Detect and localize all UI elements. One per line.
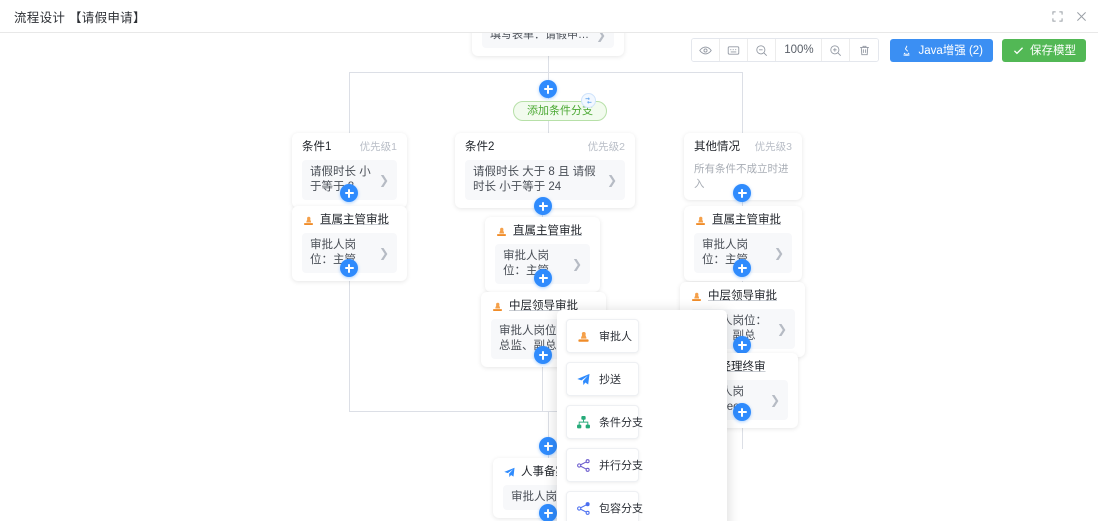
- node-title: 中层领导审批: [491, 299, 578, 314]
- popup-item-label: 条件分支: [599, 417, 643, 429]
- condition-title: 其他情况: [694, 141, 740, 153]
- save-model-label: 保存模型: [1030, 45, 1076, 57]
- send-icon: [573, 369, 593, 389]
- trash-icon[interactable]: [850, 39, 879, 61]
- condition-title: 条件2: [465, 141, 495, 153]
- chevron-right-icon: ❯: [769, 392, 780, 407]
- window-controls: [1051, 0, 1088, 33]
- popup-item-approver[interactable]: 审批人: [566, 319, 639, 353]
- toolbar-button-group: 100%: [691, 38, 880, 62]
- page-title: 流程设计 【请假申请】: [14, 10, 146, 25]
- popup-item-inclusive-branch[interactable]: 包容分支: [566, 491, 643, 521]
- stamp-icon: [692, 292, 701, 302]
- connector-line: [349, 72, 743, 73]
- stamp-icon: [497, 227, 506, 237]
- node-title: 中层领导审批: [690, 289, 777, 304]
- zoom-in-icon[interactable]: [822, 39, 851, 61]
- java-enhance-label: Java增强 (2): [918, 45, 983, 57]
- chevron-right-icon: ❯: [378, 172, 389, 187]
- close-icon[interactable]: [1075, 10, 1088, 23]
- add-node-button-b3-after3[interactable]: [733, 403, 751, 421]
- chevron-right-icon: ❯: [595, 33, 606, 42]
- node-type-popup[interactable]: 审批人 抄送 条件: [557, 310, 727, 521]
- chevron-right-icon: ❯: [571, 256, 582, 271]
- connector-line: [349, 72, 350, 141]
- condition-expression: 请假时长 大于 8 且 请假时长 小于等于 24: [473, 166, 596, 193]
- java-enhance-button[interactable]: Java增强 (2): [890, 38, 993, 62]
- node-title: 直属主管审批: [694, 213, 781, 228]
- add-node-button-b3-after2[interactable]: [733, 336, 751, 354]
- add-node-button-b1-after1[interactable]: [340, 259, 358, 277]
- canvas-toolbar: 100% Java增强 (2): [691, 38, 1086, 62]
- stamp-icon: [493, 302, 502, 312]
- popup-item-cc[interactable]: 抄送: [566, 362, 639, 396]
- connector-line: [742, 72, 743, 141]
- chevron-right-icon: ❯: [378, 245, 389, 260]
- connector-line: [548, 121, 549, 141]
- stamp-icon: [696, 216, 705, 226]
- save-model-button[interactable]: 保存模型: [1002, 38, 1086, 62]
- zoom-level-label: 100%: [776, 39, 823, 61]
- add-node-button-after-hr[interactable]: [539, 504, 557, 521]
- node-detail: 审批人岗位：人: [511, 491, 571, 503]
- fullscreen-icon[interactable]: [720, 39, 749, 61]
- chevron-right-icon: ❯: [776, 321, 787, 336]
- add-node-button-branch3[interactable]: [733, 184, 751, 202]
- approver-node-b2-1[interactable]: 直属主管审批 审批人岗位：主管 ❯: [485, 217, 600, 292]
- popup-item-parallel-branch[interactable]: 并行分支: [566, 448, 643, 482]
- connector-line: [349, 411, 743, 412]
- expand-icon[interactable]: [1051, 10, 1064, 23]
- add-node-button-root[interactable]: [539, 80, 557, 98]
- connector-line: [542, 346, 543, 411]
- connector-line: [349, 258, 350, 411]
- condition-tree-icon: [573, 412, 593, 432]
- inclusive-icon: [573, 498, 593, 518]
- preview-icon[interactable]: [692, 39, 721, 61]
- add-node-button-b2-after1[interactable]: [534, 269, 552, 287]
- condition-expression: 所有条件不成立时进入: [694, 163, 789, 190]
- add-node-button-b3-after1[interactable]: [733, 259, 751, 277]
- connector-line: [548, 46, 549, 80]
- condition-priority: 优先级1: [359, 141, 397, 153]
- send-icon: [504, 467, 515, 478]
- start-node-form[interactable]: 填写表单：请假申请-请假申请单 ❯: [472, 33, 624, 56]
- flow-canvas[interactable]: 100% Java增强 (2): [0, 33, 1098, 521]
- condition-priority: 优先级2: [587, 141, 625, 153]
- add-node-button-b2-after2[interactable]: [534, 346, 552, 364]
- sort-branches-icon[interactable]: [581, 93, 596, 108]
- parallel-icon: [573, 455, 593, 475]
- zoom-out-icon[interactable]: [748, 39, 777, 61]
- start-node-label: 填写表单：请假申请-请假申请单: [490, 33, 590, 41]
- popup-item-label: 包容分支: [599, 503, 643, 515]
- chevron-right-icon: ❯: [773, 245, 784, 260]
- add-node-button-branch1[interactable]: [340, 184, 358, 202]
- stamp-icon: [573, 326, 593, 346]
- node-title: 人事备案: [503, 465, 567, 480]
- title-bar: 流程设计 【请假申请】: [0, 0, 1098, 33]
- approver-node-b1-1[interactable]: 直属主管审批 审批人岗位：主管 ❯: [292, 206, 407, 281]
- condition-title: 条件1: [302, 141, 332, 153]
- node-title: 直属主管审批: [495, 224, 582, 239]
- add-node-button-branch2[interactable]: [534, 197, 552, 215]
- condition-card-2[interactable]: 条件2 优先级2 请假时长 大于 8 且 请假时长 小于等于 24 ❯: [455, 133, 635, 208]
- add-condition-branch-label: 添加条件分支: [527, 105, 593, 117]
- popup-item-label: 抄送: [599, 374, 621, 386]
- popup-item-condition-branch[interactable]: 条件分支: [566, 405, 643, 439]
- stamp-icon: [304, 216, 313, 226]
- add-node-button-merge[interactable]: [539, 437, 557, 455]
- popup-item-label: 并行分支: [599, 460, 643, 472]
- chevron-right-icon: ❯: [606, 172, 617, 187]
- condition-priority: 优先级3: [754, 141, 792, 153]
- node-title: 直属主管审批: [302, 213, 389, 228]
- connector-line: [742, 420, 743, 449]
- connector-line: [548, 411, 549, 437]
- popup-item-label: 审批人: [599, 331, 632, 343]
